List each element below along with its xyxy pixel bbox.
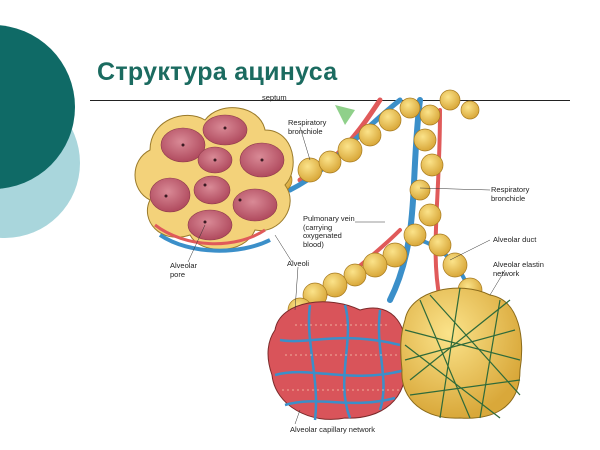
label-alveolar-capillary-network: Alveolar capillary network [290,425,376,434]
label-alveolar-pore: Alveolar pore [170,261,198,279]
alveolar-cross-section [134,107,294,253]
elastin-cluster [400,287,523,419]
label-alveolar-duct: Alveolar duct [493,235,537,244]
label-alveoli: Alveoli [287,259,310,268]
label-pulmonary-vein: Pulmonary vein (carrying oxygenated bloo… [303,214,355,249]
arrow-icon [335,105,355,125]
slide-title: Структура ацинуса [97,58,338,86]
label-respiratory-bronchiole-top: Respiratory bronchiole [288,118,327,136]
capillary-cluster [267,301,407,421]
label-alveolar-elastin-network: Alveolar elastin network [493,260,544,278]
label-respiratory-bronchiole-right: Respiratory bronchicle [491,185,530,203]
title-divider [90,100,570,101]
leader-lines [187,126,506,425]
label-septum: septum [262,93,287,102]
decorative-dark-circle [0,25,75,189]
